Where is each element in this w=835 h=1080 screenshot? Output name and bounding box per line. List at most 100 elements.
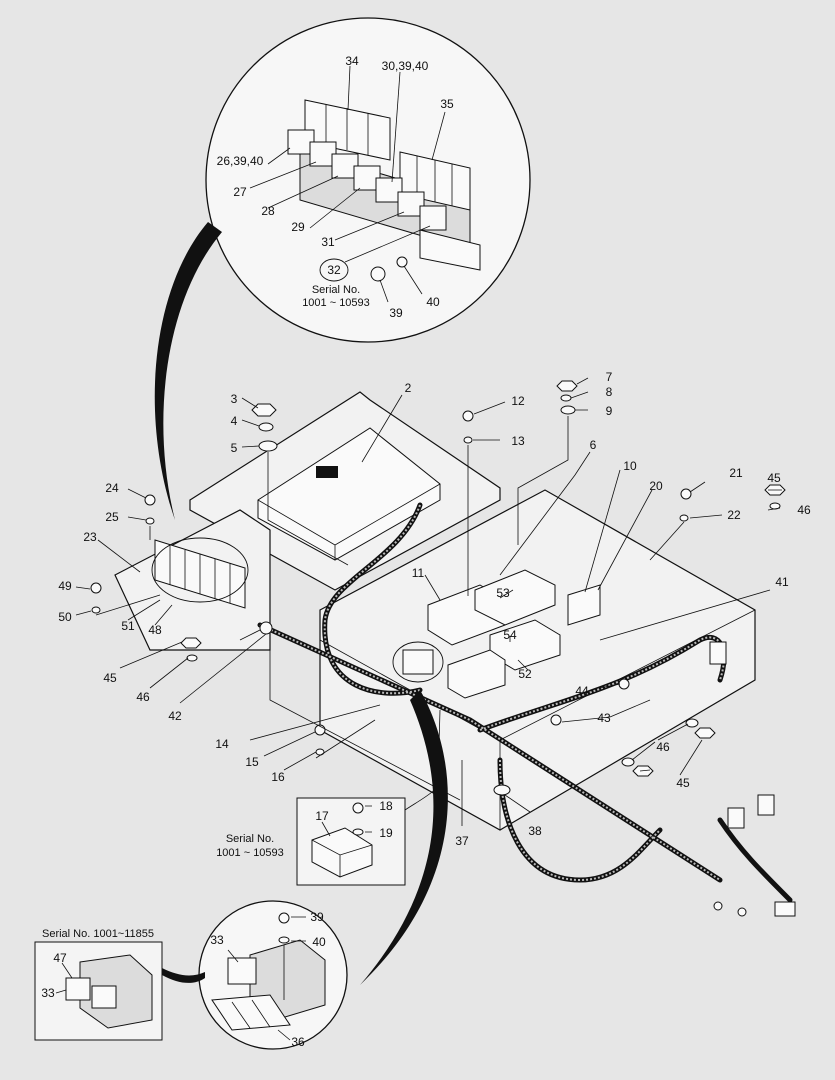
callout-13: 13 [511, 434, 525, 448]
callout-2: 2 [405, 381, 412, 395]
relay-connector-plug [402, 649, 434, 675]
callout-35: 35 [440, 97, 454, 111]
callout-36: 36 [291, 1035, 305, 1049]
callout-31: 31 [321, 235, 335, 249]
ring-terminal-a [713, 901, 723, 911]
callout-45-right: 45 [676, 776, 690, 790]
washer-16 [315, 748, 325, 756]
callout-45-top: 45 [767, 471, 781, 485]
callout-24: 24 [105, 481, 119, 495]
relay-33 [227, 957, 257, 985]
callout-40: 40 [426, 295, 440, 309]
callout-26-39-40: 26,39,40 [217, 154, 264, 168]
callout-43: 43 [597, 711, 611, 725]
bottom-detail-connector [360, 690, 448, 985]
washer-22 [679, 514, 689, 522]
callout-8: 8 [606, 385, 613, 399]
callout-52: 52 [518, 667, 532, 681]
callout-42: 42 [168, 709, 182, 723]
connector-block [419, 229, 481, 271]
grommet-42 [259, 621, 273, 635]
callout-11: 11 [412, 566, 425, 580]
bottom-detail-circle: 39 40 33 36 [198, 900, 348, 1050]
callout-41: 41 [775, 575, 789, 589]
callout-10: 10 [623, 459, 637, 473]
grommet-38 [493, 784, 511, 796]
bolt-18 [352, 802, 364, 814]
callout-12: 12 [511, 394, 525, 408]
connector-a [727, 807, 745, 829]
callout-40-bottom: 40 [312, 935, 326, 949]
nut-45-left [180, 637, 202, 649]
washer-13 [463, 436, 473, 444]
callout-47: 47 [53, 951, 67, 965]
relay-serial-line1: Serial No. [226, 833, 274, 845]
callout-51: 51 [121, 619, 135, 633]
bolt-21 [680, 488, 692, 500]
connector-41 [709, 641, 727, 665]
main-callouts: 2 3 4 5 6 7 8 9 10 11 12 13 14 15 16 20 … [58, 370, 811, 848]
callout-circle-32 [319, 258, 349, 282]
callout-25: 25 [105, 510, 119, 524]
callout-34: 34 [345, 54, 359, 68]
washer-25 [145, 517, 155, 525]
washer-46-right [685, 718, 699, 728]
screw-39 [370, 266, 386, 282]
washer-19 [352, 828, 364, 836]
callout-21: 21 [729, 466, 743, 480]
callout-6: 6 [590, 438, 597, 452]
callout-46-top: 46 [797, 503, 811, 517]
callout-32: 32 [327, 263, 341, 277]
callout-29: 29 [291, 220, 305, 234]
callout-30-39-40: 30,39,40 [382, 59, 429, 73]
bolt-49 [90, 582, 102, 594]
callout-39-bottom: 39 [310, 910, 324, 924]
washer-50 [91, 606, 101, 614]
bolt-24 [144, 494, 156, 506]
callout-49: 49 [58, 579, 72, 593]
washer-40 [396, 256, 408, 268]
washer-5 [258, 440, 278, 452]
nut-3 [251, 403, 277, 417]
washer-46-left [186, 654, 198, 662]
callout-17: 17 [315, 809, 329, 823]
relay-detail-ring [392, 641, 444, 683]
gasket-36 [211, 994, 291, 1031]
ring-terminal-b [737, 907, 747, 917]
wire-harness [257, 502, 796, 917]
relay-47 [65, 977, 91, 1001]
callout-46-right: 46 [656, 740, 670, 754]
connector-c [774, 901, 796, 917]
relay-row [287, 129, 447, 231]
bolt-12 [462, 410, 474, 422]
callout-18: 18 [379, 799, 393, 813]
serial-box-connector [162, 968, 205, 983]
controller-label [316, 466, 338, 478]
callout-50: 50 [58, 610, 72, 624]
connector-b [757, 794, 775, 816]
callout-9: 9 [606, 404, 613, 418]
callout-23: 23 [83, 530, 97, 544]
callout-33-bottom: 33 [210, 933, 224, 947]
callout-19: 19 [379, 826, 393, 840]
relay-33-box [91, 985, 117, 1009]
callout-53: 53 [496, 586, 510, 600]
washer-40-bottom [278, 936, 290, 944]
callout-22: 22 [727, 508, 741, 522]
top-detail-connector [154, 222, 222, 520]
washer-9 [560, 405, 576, 415]
module-52 [447, 649, 506, 699]
relay-inset-box: 17 18 19 Serial No. 1001 ~ 10593 [216, 779, 441, 886]
module-10 [567, 584, 601, 626]
callout-27: 27 [233, 185, 247, 199]
screw-39-bottom [278, 912, 290, 924]
nut-7 [556, 380, 578, 392]
washer-46-bottom [621, 757, 635, 767]
callout-46-left: 46 [136, 690, 150, 704]
callout-38: 38 [528, 824, 542, 838]
callout-15: 15 [245, 755, 259, 769]
callout-54: 54 [503, 628, 517, 642]
bolt-43 [550, 714, 562, 726]
top-serial-line1: Serial No. [312, 284, 360, 296]
